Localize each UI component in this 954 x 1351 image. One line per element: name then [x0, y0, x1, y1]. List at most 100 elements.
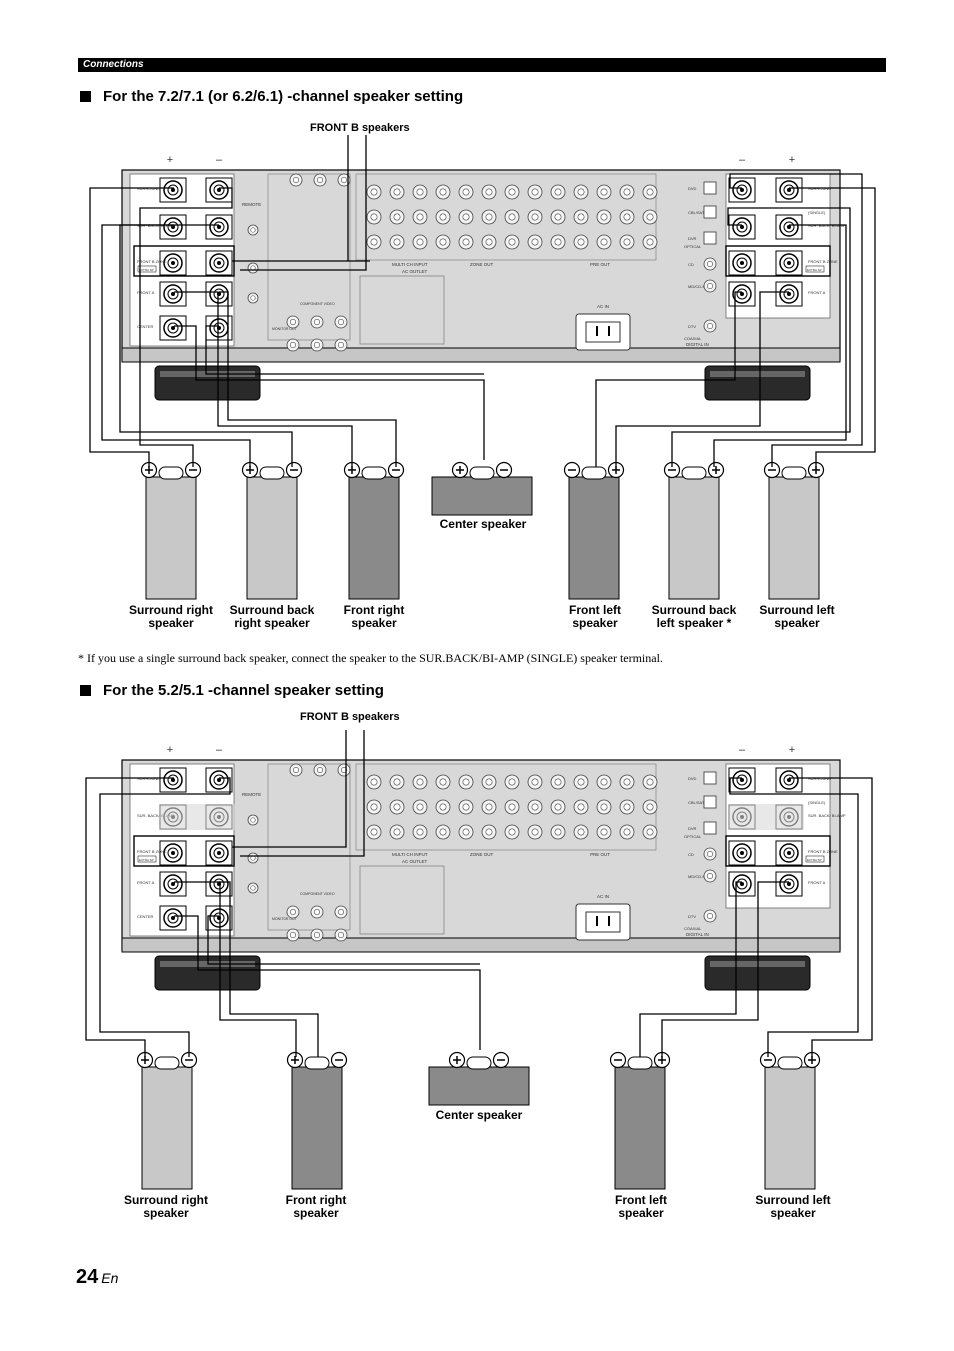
jack-center [393, 828, 401, 836]
terminal-ring [736, 288, 748, 300]
jack-center [706, 261, 713, 268]
plus-sign: + [789, 154, 795, 166]
jack-center [393, 213, 401, 221]
speaker-wire [232, 730, 347, 848]
ac-in-inner [585, 911, 621, 933]
speaker-0-cabinet [141, 1066, 193, 1190]
receiver-chassis [121, 169, 841, 361]
right-terminal-label: FRONT A [808, 880, 826, 885]
digital-in-label: DIGITAL IN [686, 932, 709, 937]
minus-sign: – [216, 744, 223, 756]
terminal-core [171, 188, 175, 192]
terminal-ring [209, 874, 229, 894]
digital-in-label: DIGITAL IN [686, 342, 709, 347]
component-video-label: COMPONENT VIDEO [300, 892, 335, 896]
minus-sign: – [739, 154, 746, 166]
digital-input-label: DVD [688, 776, 697, 781]
terminal-ring [779, 253, 799, 273]
jack-center [439, 188, 447, 196]
jack-center [577, 778, 585, 786]
speaker-wire [219, 291, 397, 467]
terminal-ring [167, 847, 179, 859]
terminal-ring [167, 221, 179, 233]
jack-center [313, 909, 320, 916]
jack-center [623, 188, 631, 196]
right-terminal-label: FRONT B ZONE [808, 259, 838, 264]
terminal-core [171, 261, 175, 265]
terminal-ring [209, 908, 229, 928]
jack-center [393, 188, 401, 196]
jack-center [393, 803, 401, 811]
jack-center [508, 188, 516, 196]
unused-terminal-shade [159, 804, 235, 830]
speaker-wire [174, 291, 353, 467]
optical-port [703, 205, 717, 219]
jack-center [508, 238, 516, 246]
jack-center [370, 828, 378, 836]
jack-center [646, 213, 654, 221]
component-video-label: COMPONENT VIDEO [300, 302, 335, 306]
terminal-ring [213, 322, 225, 334]
jack-center [508, 778, 516, 786]
terminal-ring [736, 184, 748, 196]
jack-center [508, 828, 516, 836]
terminal-ring [213, 257, 225, 269]
speaker-4-connector [777, 1056, 803, 1070]
ac-pin [596, 916, 598, 926]
optical-label: OPTICAL [684, 834, 702, 839]
terminal-core [217, 261, 221, 265]
jack-center [313, 319, 320, 326]
coaxial-label: COAXIAL [684, 926, 702, 931]
plus-sign: + [167, 154, 173, 166]
multi-ch-input-label: MULTI CH INPUT [392, 262, 428, 267]
jack-center [416, 778, 424, 786]
jack-center [340, 766, 347, 773]
terminal-core [171, 916, 175, 920]
jack-center [337, 342, 344, 349]
jack-center [292, 176, 299, 183]
jack-center [554, 188, 562, 196]
right-foot-highlight [710, 371, 805, 377]
ac-pin [608, 916, 610, 926]
jack-center [508, 803, 516, 811]
jack-center [289, 909, 296, 916]
terminal-ring [167, 878, 179, 890]
jack-center [250, 885, 256, 891]
terminal-core [740, 851, 744, 855]
ac-outlet-label: AC OUTLET [402, 269, 428, 274]
terminal-ring [779, 843, 799, 863]
speaker-5-connector [681, 466, 707, 480]
zone-out-label: ZONE OUT [470, 262, 494, 267]
front-b-highlight-right [725, 835, 831, 867]
jack-center [623, 213, 631, 221]
label-center-5ch: Center speaker [435, 1108, 523, 1122]
speaker-wire [219, 881, 319, 1057]
terminal-ring [213, 847, 225, 859]
speaker-wire [119, 224, 293, 467]
receiver-base [121, 937, 841, 953]
jack-center [706, 283, 713, 290]
jack-center [623, 778, 631, 786]
terminal-ring [783, 184, 795, 196]
speaker-wire [205, 325, 484, 375]
single-label: (SINGLE) [808, 800, 826, 805]
remote-label: REMOTE [242, 792, 261, 797]
section2-title-text: For the 5.2/5.1 -channel speaker setting [103, 682, 384, 699]
speaker-3-cabinet [614, 1066, 666, 1190]
square-bullet-icon [80, 685, 91, 696]
terminal-core [740, 261, 744, 265]
terminal-ring [783, 847, 795, 859]
terminal-ring [213, 912, 225, 924]
section-header-bar: Connections [78, 58, 886, 72]
terminal-core [171, 778, 175, 782]
jack-center [623, 803, 631, 811]
speaker-2-connector [361, 466, 387, 480]
monitor-out-label: MONITOR OUT [272, 327, 298, 331]
pre-out-label: PRE OUT [590, 262, 610, 267]
terminal-ring [783, 774, 795, 786]
terminal-core [217, 778, 221, 782]
